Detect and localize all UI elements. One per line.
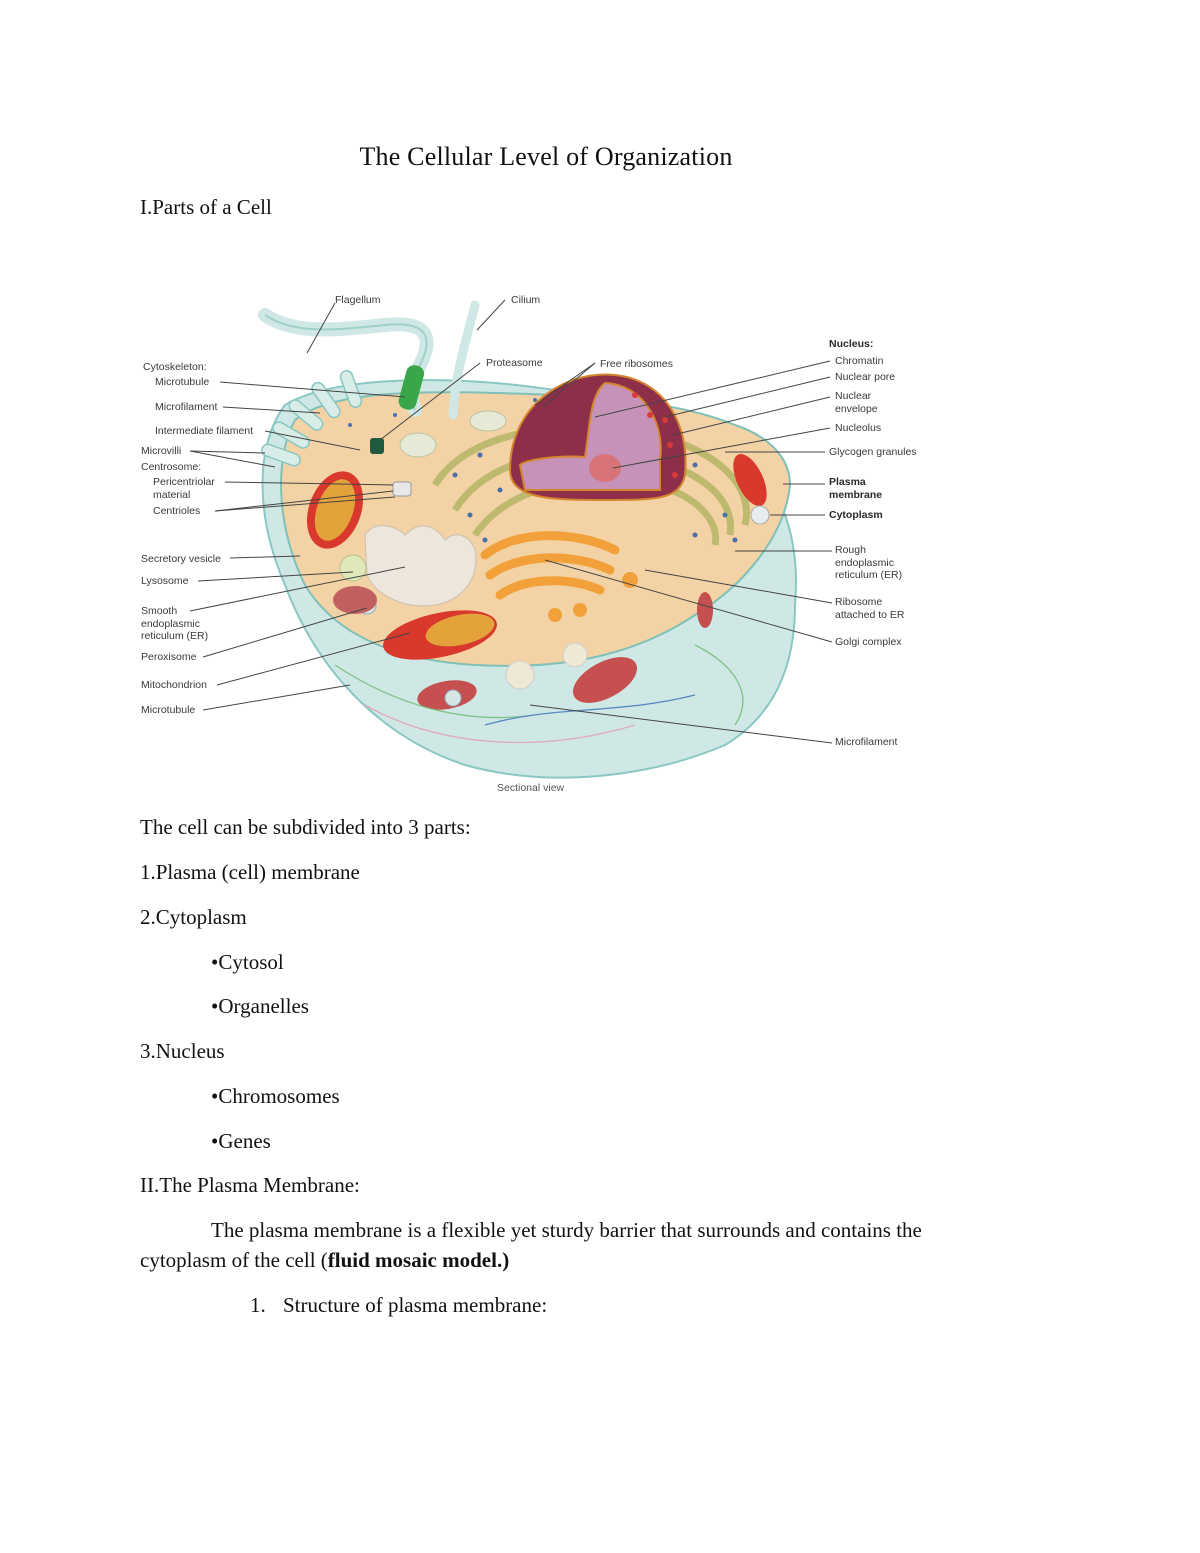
label-microfilament-left: Microfilament xyxy=(155,401,218,413)
label-nucleolus: Nucleolus xyxy=(835,422,882,434)
label-microvilli: Microvilli xyxy=(141,445,182,457)
label-nucleus: Nucleus: xyxy=(829,338,874,350)
label-cytoskeleton: Cytoskeleton: xyxy=(143,361,207,373)
label-intermediate-filament: Intermediate filament xyxy=(155,425,254,437)
paragraph-line-1: The plasma membrane is a flexible yet st… xyxy=(211,1218,922,1242)
cell-diagram: Flagellum Cilium Proteasome Free ribosom… xyxy=(135,285,935,800)
fluid-mosaic-model-term: fluid mosaic model. xyxy=(327,1248,503,1272)
section-heading-parts-of-cell: I.Parts of a Cell xyxy=(140,195,272,219)
label-centrosome: Centrosome: xyxy=(141,461,202,473)
page-title: The Cellular Level of Organization xyxy=(359,142,733,171)
label-free-ribosomes: Free ribosomes xyxy=(600,358,673,370)
label-secretory-vesicle: Secretory vesicle xyxy=(141,553,221,565)
label-nuclear-pore: Nuclear pore xyxy=(835,371,896,383)
figure-caption: Sectional view xyxy=(497,782,565,794)
label-cilium: Cilium xyxy=(511,294,541,306)
bullet-genes: •Genes xyxy=(211,1129,271,1153)
label-plasma-membrane: Plasma membrane xyxy=(829,476,883,501)
paragraph-line-2: cytoplasm of the cell (fluid mosaic mode… xyxy=(140,1248,509,1273)
label-rough-er: Rough endoplasmic reticulum (ER) xyxy=(835,544,903,581)
intro-text: The cell can be subdivided into 3 parts: xyxy=(140,815,471,839)
bullet-organelles: •Organelles xyxy=(211,994,309,1018)
label-microtubule-bottom: Microtubule xyxy=(141,704,196,716)
part-plasma-membrane: 1.Plasma (cell) membrane xyxy=(140,860,360,884)
label-pericentriolar-material: Pericentriolar material xyxy=(153,476,215,501)
bullet-cytosol: •Cytosol xyxy=(211,950,284,974)
label-golgi-complex: Golgi complex xyxy=(835,636,902,648)
paragraph-suffix: ) xyxy=(502,1248,510,1272)
label-proteasome: Proteasome xyxy=(486,357,543,369)
label-ribosome-attached-to-er: Ribosome attached to ER xyxy=(835,596,905,621)
part-nucleus: 3.Nucleus xyxy=(140,1039,225,1063)
label-centrioles: Centrioles xyxy=(153,505,201,517)
label-mitochondrion: Mitochondrion xyxy=(141,679,207,691)
label-chromatin: Chromatin xyxy=(835,355,884,367)
numbered-item-structure: Structure of plasma membrane: xyxy=(283,1293,548,1317)
cell-illustration xyxy=(189,299,833,779)
paragraph-prefix: cytoplasm of the cell ( xyxy=(140,1248,328,1272)
label-peroxisome: Peroxisome xyxy=(141,651,197,663)
label-cytoplasm: Cytoplasm xyxy=(829,509,883,521)
label-nuclear-envelope: Nuclear envelope xyxy=(835,390,878,415)
label-microfilament-right: Microfilament xyxy=(835,736,898,748)
label-flagellum: Flagellum xyxy=(335,294,381,306)
label-glycogen-granules: Glycogen granules xyxy=(829,446,917,458)
bullet-chromosomes: •Chromosomes xyxy=(211,1084,340,1108)
part-cytoplasm: 2.Cytoplasm xyxy=(140,905,247,929)
label-microtubule-top: Microtubule xyxy=(155,376,210,388)
numbered-item-number: 1. xyxy=(250,1293,266,1317)
label-lysosome: Lysosome xyxy=(141,575,189,587)
section-heading-plasma-membrane: II.The Plasma Membrane: xyxy=(140,1173,360,1197)
label-smooth-er: Smooth endoplasmic reticulum (ER) xyxy=(141,605,209,642)
